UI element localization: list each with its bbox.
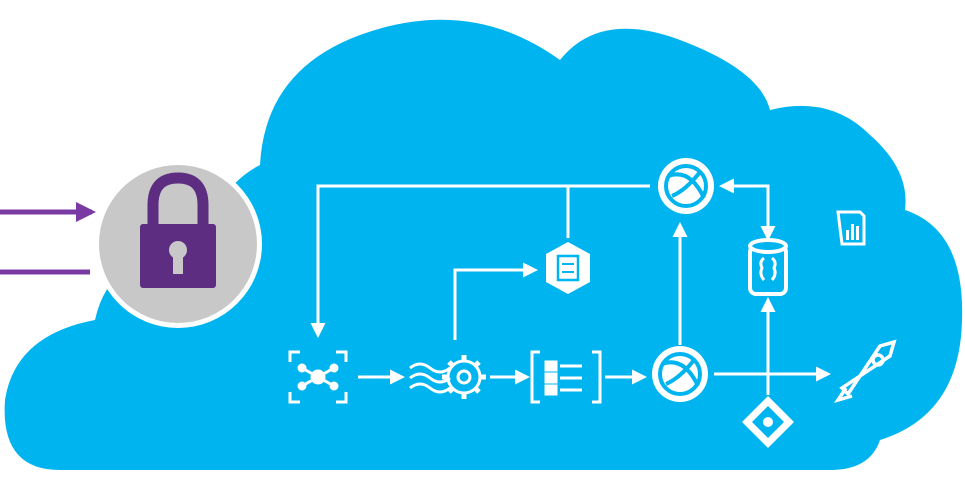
web-app-globe-icon (652, 346, 708, 402)
rocket-icon (833, 339, 897, 403)
storage-hexagon-icon (546, 242, 590, 294)
security-gateway (94, 160, 262, 328)
event-hub-icon (530, 350, 602, 404)
power-bi-icon (836, 210, 866, 246)
stream-analytics-icon (409, 355, 486, 399)
iot-hub-icon (288, 350, 348, 404)
padlock-icon (140, 172, 216, 288)
flow-lines (310, 178, 831, 395)
database-cylinder-icon (748, 238, 788, 296)
cloud-shape (4, 19, 963, 471)
web-app-globe-icon (658, 158, 714, 214)
active-directory-icon (742, 396, 794, 448)
external-connections (0, 202, 96, 275)
